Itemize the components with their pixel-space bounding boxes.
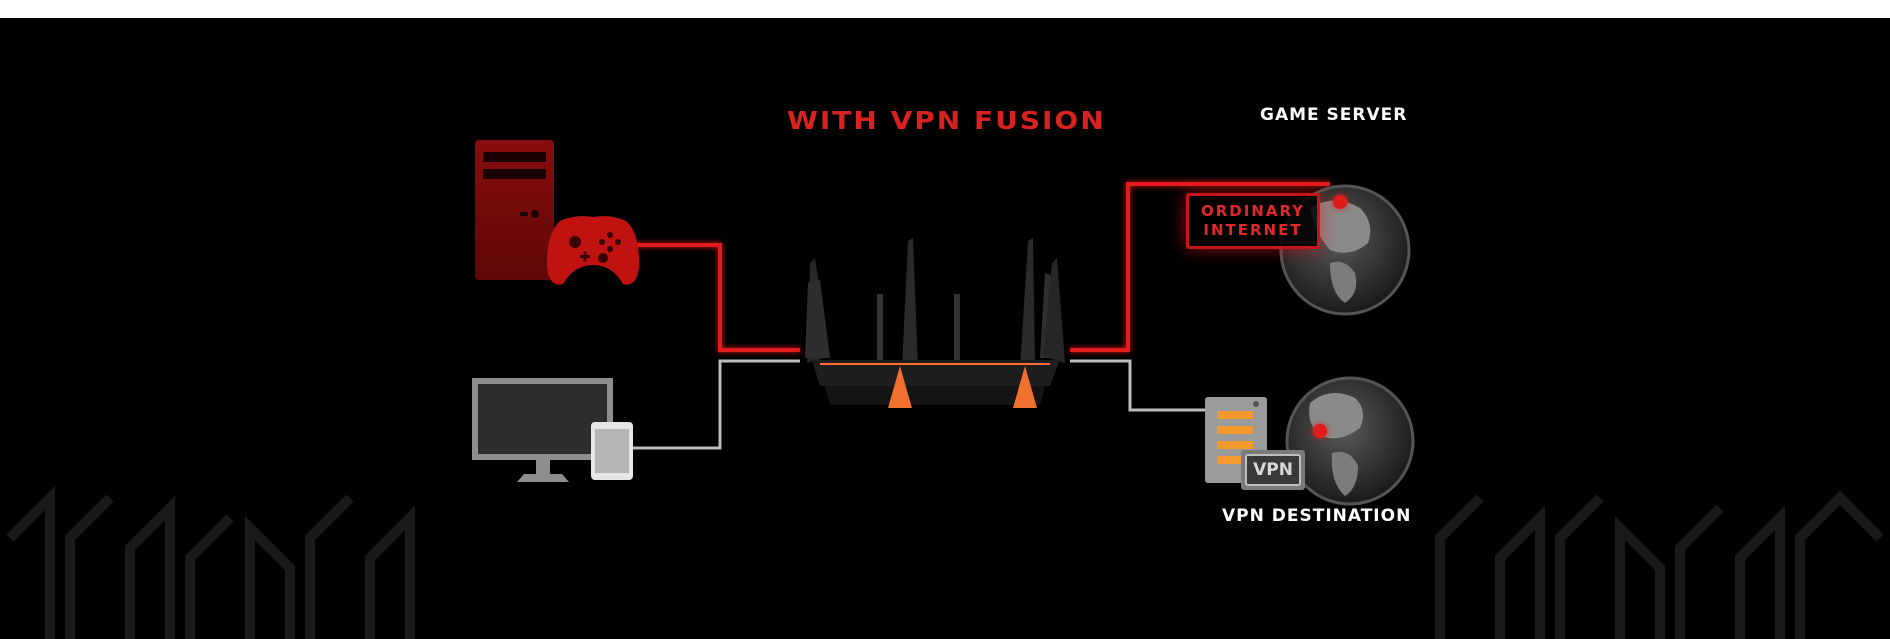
ordinary-internet-box: ORDINARY INTERNET	[1186, 193, 1320, 249]
ordinary-internet-line-1: ORDINARY	[1200, 202, 1306, 220]
red-connection-left	[632, 243, 800, 352]
tablet-icon	[591, 422, 633, 480]
monitor-icon	[472, 378, 613, 482]
white-connection-left	[630, 359, 800, 450]
vpn-badge-icon	[1241, 450, 1305, 490]
diagram-stage: WITH VPN FUSION GAME SERVER ORDINARY INT…	[0, 18, 1890, 639]
circuit-pattern-right	[1435, 490, 1884, 639]
globe-icon	[1285, 376, 1415, 506]
diagram-title: WITH VPN FUSION	[787, 105, 1106, 136]
circuit-pattern-left	[6, 485, 415, 639]
gamepad-icon	[546, 216, 640, 285]
white-connection-right	[1070, 359, 1212, 412]
vpn-badge-label: VPN	[1253, 460, 1293, 480]
red-connection-right	[1070, 182, 1330, 352]
vpn-destination-label: VPN DESTINATION	[1222, 506, 1412, 526]
ordinary-internet-line-2: INTERNET	[1203, 221, 1303, 239]
router-icon	[805, 238, 1065, 408]
game-server-label: GAME SERVER	[1260, 105, 1408, 125]
network-diagram	[6, 140, 1884, 639]
pc-tower-icon	[475, 140, 554, 280]
